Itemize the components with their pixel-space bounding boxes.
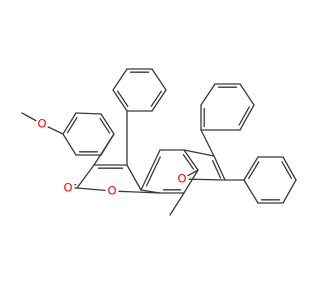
bond-of-c7 bbox=[187, 169, 199, 177]
bond-c2f-of bbox=[188, 178, 226, 181]
bond-qA5-qA6 bbox=[239, 104, 255, 131]
atom-label-layer: O O O O bbox=[37, 117, 186, 198]
bond-mA2-mA3-double bbox=[99, 117, 111, 134]
bond-c3f-qA1 bbox=[200, 129, 215, 157]
bond-qA5-qA6-double bbox=[238, 106, 250, 126]
bond-mA2-mA3 bbox=[100, 113, 115, 135]
methoxy-oxygen-label: O bbox=[37, 117, 46, 131]
bond-rA3-rA4 bbox=[282, 156, 297, 181]
molecule-canvas: O O O O bbox=[21, 68, 297, 216]
bond-rA4-rA5 bbox=[282, 179, 297, 204]
bond-c6-c3f bbox=[183, 149, 215, 157]
bond-omet-cme bbox=[21, 112, 37, 122]
bond-pA5-pA6-double bbox=[150, 90, 163, 107]
bond-pA1-pA2 bbox=[112, 89, 128, 112]
bond-pA5-pA6 bbox=[151, 89, 167, 112]
bond-c8a-o1 bbox=[118, 190, 161, 194]
bond-c4a-c5-double bbox=[145, 156, 161, 187]
carbonyl-oxygen-label: O bbox=[63, 181, 72, 195]
bond-mA6-mA1 bbox=[62, 112, 77, 135]
bond-c6-c7-double bbox=[182, 153, 195, 170]
bond-c3f-c2f bbox=[213, 155, 226, 181]
bond-mA1-mA2 bbox=[75, 112, 102, 115]
bond-c6-c7 bbox=[183, 149, 199, 171]
bond-pA4-pA5 bbox=[151, 68, 167, 91]
bond-pA1-pA2-double bbox=[116, 90, 129, 107]
bond-o1-c2 bbox=[76, 187, 106, 192]
bond-c2-c3 bbox=[76, 164, 95, 189]
bond-c4a-c5 bbox=[140, 149, 161, 191]
bond-mA6-omet bbox=[47, 126, 64, 135]
furan-ring-oxygen-label: O bbox=[177, 172, 186, 186]
bond-c3f-c2f-double bbox=[211, 160, 222, 179]
bond-qA2-qA3 bbox=[200, 83, 216, 106]
bond-c7-c8 bbox=[183, 169, 199, 194]
bond-rA6-rA1 bbox=[243, 179, 259, 204]
molecule-structure: O O O O bbox=[21, 68, 297, 216]
bond-rA1-rA2 bbox=[243, 156, 259, 181]
bond-mA3-c3 bbox=[93, 133, 115, 166]
bond-mA6-mA1-double bbox=[66, 116, 78, 134]
bond-qA4-qA5 bbox=[239, 83, 255, 106]
bond-mA5-mA6 bbox=[62, 133, 77, 156]
bond-c4-c4a bbox=[126, 164, 142, 191]
bond-pA2-pA3 bbox=[112, 68, 128, 91]
bond-rA3-rA4-double bbox=[281, 161, 293, 180]
pyranone-ring-oxygen-label: O bbox=[107, 184, 116, 198]
bond-layer bbox=[21, 68, 297, 216]
bond-c8-me bbox=[169, 192, 185, 216]
bond-rA1-rA2-double bbox=[248, 161, 260, 180]
